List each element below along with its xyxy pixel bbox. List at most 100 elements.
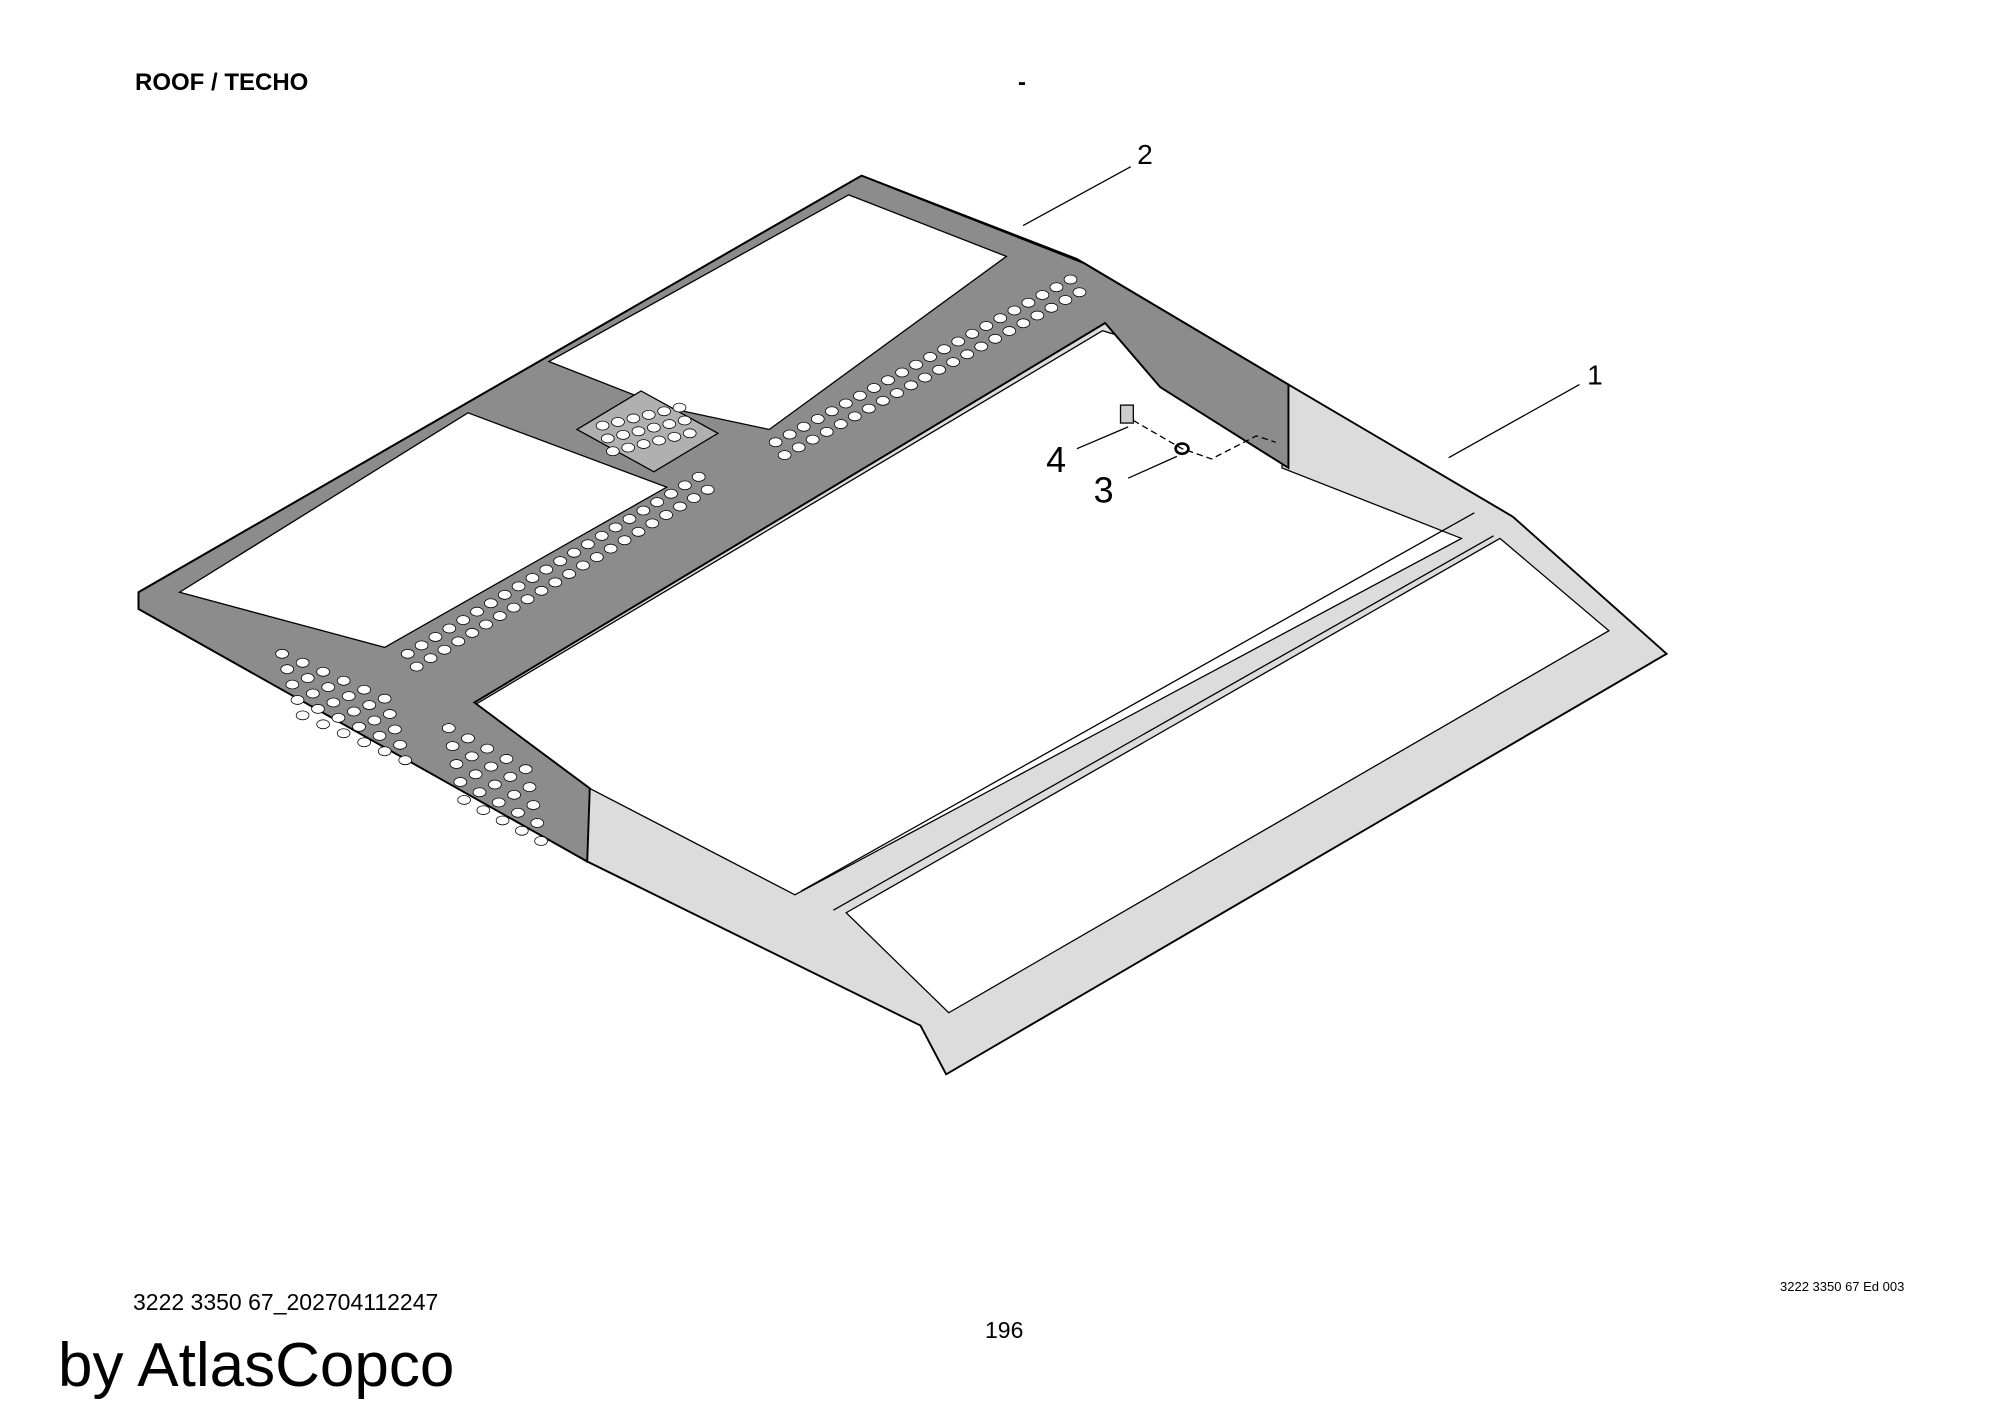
perforation-hole <box>347 706 361 717</box>
perforation-hole <box>600 433 615 444</box>
perforation-hole <box>876 395 890 406</box>
perforation-hole <box>833 419 848 429</box>
perforation-hole <box>442 623 457 634</box>
perforation-hole <box>659 510 673 520</box>
perforation-hole <box>979 321 994 331</box>
perforation-hole <box>839 398 853 409</box>
perforation-hole <box>484 598 498 609</box>
perforation-hole <box>636 439 651 449</box>
leader-line-3 <box>1127 455 1178 479</box>
perforation-hole <box>1002 326 1017 336</box>
front-frame-opening <box>845 537 1611 1014</box>
perforation-hole <box>352 721 366 732</box>
perforation-hole <box>636 505 651 516</box>
callout-3: 3 <box>1094 471 1114 511</box>
left-window <box>177 412 669 649</box>
perforation-hole <box>631 426 646 437</box>
perforation-hole <box>616 429 630 440</box>
perforation-hole <box>484 761 498 772</box>
perforation-hole <box>400 648 415 659</box>
perforation-hole <box>493 611 507 621</box>
perforation-hole <box>590 552 604 562</box>
perforation-hole <box>511 581 526 592</box>
perforation-hole <box>295 710 310 721</box>
perforation-hole <box>810 414 825 424</box>
perforation-hole <box>1016 318 1031 329</box>
perforation-hole <box>300 673 315 684</box>
perforation-hole <box>372 730 387 741</box>
footer-code: 3222 3350 67_202704112247 <box>133 1289 439 1315</box>
roof-dark-frame <box>137 174 1290 864</box>
perforation-hole <box>576 560 590 571</box>
perforation-hole <box>377 693 392 704</box>
perforation-hole <box>645 518 660 529</box>
perforation-hole <box>652 435 666 446</box>
perforation-hole <box>1007 305 1022 316</box>
perforation-hole <box>398 755 412 766</box>
perforation-hole <box>1030 310 1045 321</box>
perforation-hole <box>548 577 563 588</box>
perforation-hole <box>937 344 951 355</box>
perforation-hole <box>491 797 506 808</box>
perforation-hole <box>534 836 548 846</box>
perforation-hole <box>316 719 330 730</box>
leader-line-4 <box>1076 426 1129 450</box>
vent-box <box>575 390 720 473</box>
perforation-hole <box>667 432 682 442</box>
page-title: ROOF / TECHO <box>135 69 309 96</box>
perforation-hole <box>357 737 371 748</box>
perforation-hole <box>1058 295 1073 305</box>
perforation-hole <box>594 530 609 541</box>
perforation-hole <box>480 743 495 754</box>
perforation-hole <box>1063 274 1078 285</box>
perforation-hole <box>641 409 656 420</box>
perforation-hole <box>388 724 402 735</box>
perforation-hole <box>848 411 862 422</box>
perforation-hole <box>321 682 336 693</box>
perforation-hole <box>662 419 677 429</box>
perforation-hole <box>657 406 671 417</box>
perforation-hole <box>1072 287 1087 298</box>
perforation-hole <box>530 818 545 828</box>
perforation-hole <box>506 602 521 613</box>
perforation-hole <box>581 539 595 550</box>
perforation-hole <box>1035 290 1050 300</box>
perforation-hole <box>456 615 470 625</box>
perforation-hole <box>777 450 792 460</box>
perforation-hole <box>457 795 471 805</box>
perforation-hole <box>682 428 697 439</box>
perforation-hole <box>867 383 881 393</box>
callout-1: 1 <box>1587 359 1603 391</box>
perforation-hole <box>553 556 567 567</box>
perforation-hole <box>393 739 407 750</box>
perforation-hole <box>495 815 510 826</box>
perforation-hole <box>336 675 351 686</box>
perforation-hole <box>965 328 980 339</box>
perforation-hole <box>525 573 540 583</box>
watermark: by AtlasCopco <box>58 1331 455 1400</box>
perforation-hole <box>650 497 664 508</box>
bolt-icon <box>1119 404 1134 424</box>
perforation-holes <box>275 274 1087 846</box>
perforation-hole <box>1049 282 1064 293</box>
title-separator: - <box>1018 69 1026 96</box>
front-frame-edge <box>833 535 1494 911</box>
perforation-hole <box>622 514 637 524</box>
perforation-hole <box>853 390 867 401</box>
perforation-hole <box>562 569 576 579</box>
perforation-hole <box>918 372 932 383</box>
perforation-hole <box>923 352 937 362</box>
perforation-hole <box>499 754 514 764</box>
perforation-hole <box>895 367 909 378</box>
leader-line-2 <box>1022 166 1132 227</box>
perforation-hole <box>595 420 610 431</box>
perforation-hole <box>890 388 904 398</box>
perforation-hole <box>497 589 512 600</box>
perforation-hole <box>974 341 988 352</box>
perforation-hole <box>461 733 475 744</box>
perforation-hole <box>960 349 974 360</box>
perforation-hole <box>678 480 692 491</box>
perforation-hole <box>539 564 554 575</box>
perforation-hole <box>518 764 533 775</box>
